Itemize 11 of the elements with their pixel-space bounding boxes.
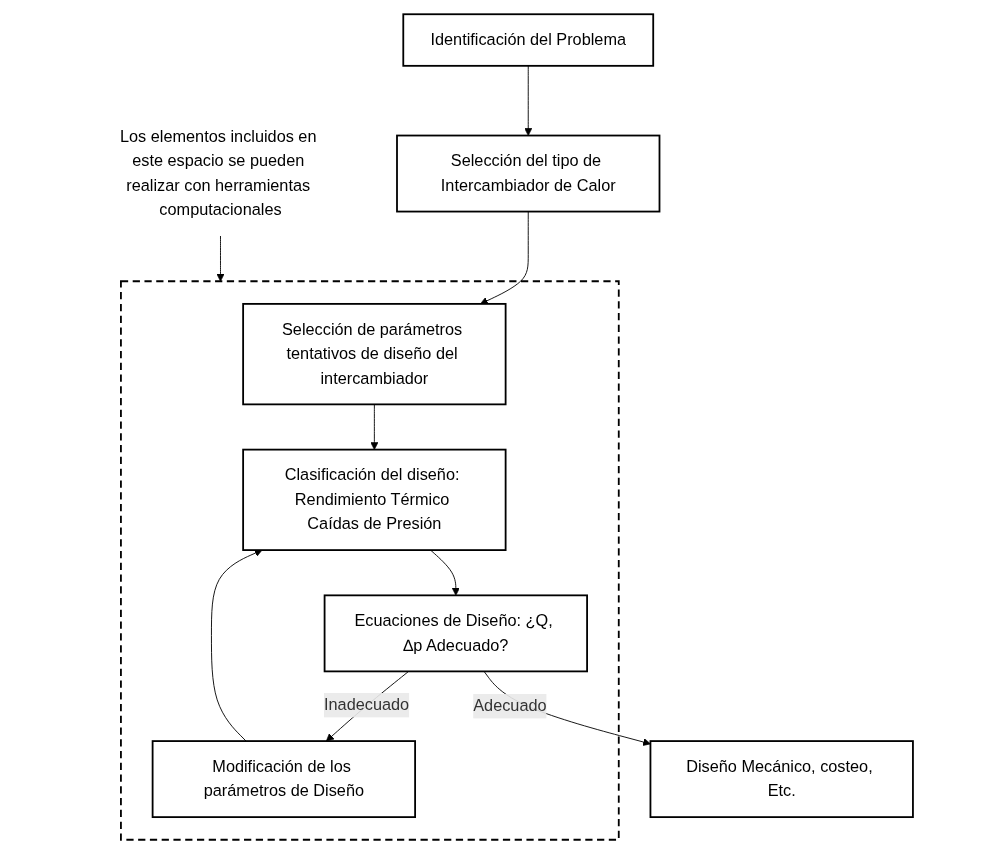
- node-box: Selección del tipo de Intercambiador de Calor: [396, 134, 661, 212]
- node-text: Los elementos incluidos en este espacio se pueden realizar con herramientas computacionales: [119, 126, 317, 219]
- node-box: Modificación de los parámetros de Diseño: [151, 739, 416, 818]
- edge-label: Inadecuado: [323, 695, 410, 714]
- node-box: Selección de parámetros tentativos de diseño del intercambiador: [242, 302, 507, 405]
- edge-label: Adecuado: [473, 696, 547, 715]
- cluster: [119, 279, 620, 841]
- node-box: Clasificación del diseño: Rendimiento Térmico Caídas de Presión: [242, 448, 507, 551]
- node-box: Identificación del Problema: [402, 12, 655, 67]
- node-box: Diseño Mecánico, costeo, Etc.: [649, 739, 914, 818]
- node-box: Ecuaciones de Diseño: ¿Q, ∆p Adecuado?: [323, 593, 588, 672]
